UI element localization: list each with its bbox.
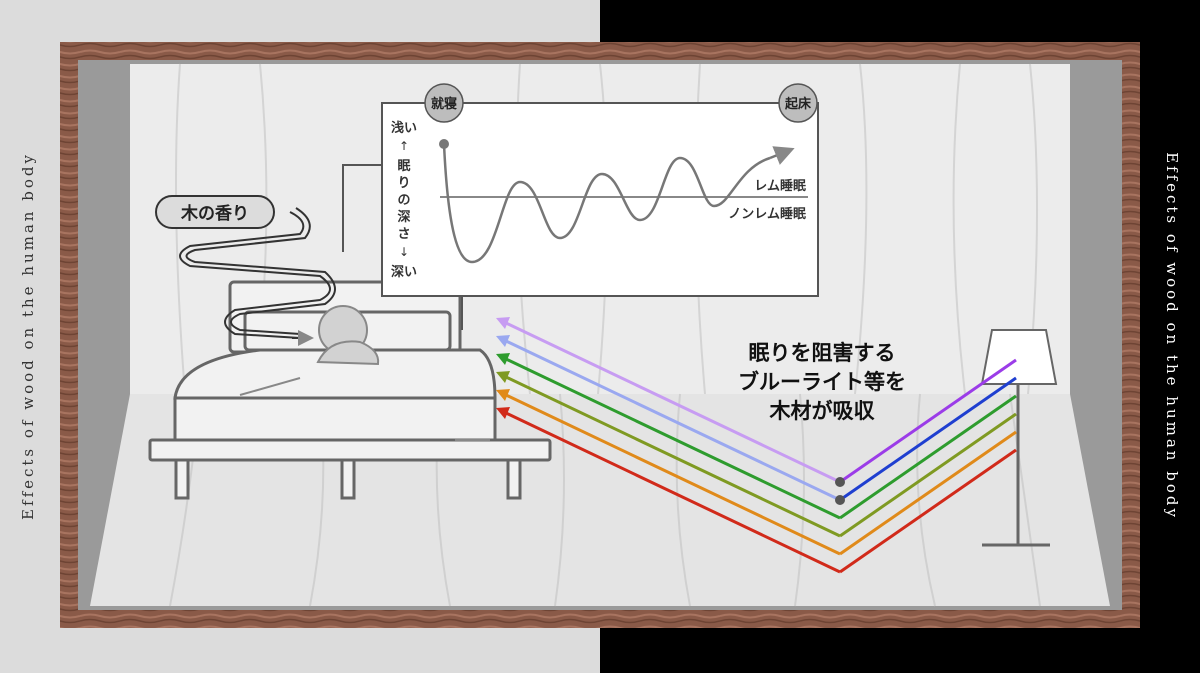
ray-reflected [505,321,841,484]
wood-scent-ribbon [179,207,336,339]
ray-incoming [839,376,1017,502]
side-caption-left: Effects of wood on the human body [19,152,37,520]
ray-reflected [505,339,841,502]
ray-incoming [839,358,1017,484]
absorption-dot [835,477,845,487]
ray-arrowhead [496,407,510,419]
caption-line-1: 眠りを阻害する [749,341,896,365]
sleeping-person [316,305,380,366]
axis-depth-char: さ [397,227,410,242]
wakeup-label: 起床 [784,96,812,112]
ray-incoming [839,448,1017,574]
ray-reflected [505,357,841,520]
caption-line-3: 木材が吸収 [769,399,876,423]
side-caption-right: Effects of wood on the human body [1163,152,1181,520]
wood-scent-label: 木の香り [155,195,275,229]
ray-reflected [505,375,841,538]
axis-depth-char: 深 [397,209,410,225]
axis-arrow-down: ↓ [399,245,409,259]
sleep-start-dot [439,139,449,149]
sleep-curve [442,143,771,264]
ray-incoming [839,394,1017,520]
wakeup-badge [778,83,818,123]
bed [148,280,552,500]
ray-reflected [505,411,841,574]
ray-reflected [505,393,841,556]
axis-depth-char: 眠 [397,159,410,174]
axis-depth-char: り [397,176,410,191]
axis-top-label: 浅い [391,120,417,136]
wood-scent-text: 木の香り [180,203,249,224]
bedtime-badge [424,83,464,123]
ray-arrowhead [496,371,510,383]
sleep-end-arrow [769,146,795,165]
chart-connector [342,164,382,252]
ray-incoming [839,412,1017,538]
caption-line-2: ブルーライト等を [738,370,906,394]
axis-bottom-label: 深い [391,264,417,280]
ray-arrowhead [496,317,510,329]
rem-sleep-label: レム睡眠 [754,178,806,194]
ray-arrowhead [496,335,510,347]
ray-incoming [839,430,1017,556]
nonrem-sleep-label: ノンレム睡眠 [728,206,806,222]
blue-light-rays [496,317,1017,574]
ray-arrowhead [496,389,510,401]
sleep-chart-panel: 就寝 起床 浅い ↑ 眠 り の 深 さ ↓ 深い レム睡眠 ノンレム睡眠 [381,83,819,297]
axis-arrow-up: ↑ [399,139,409,153]
blue-light-caption: 眠りを阻害する ブルーライト等を 木材が吸収 [738,341,906,423]
ray-arrowhead [496,353,510,365]
bedtime-label: 就寝 [431,96,457,112]
absorption-dot [835,495,845,505]
axis-depth-char: の [397,193,410,208]
